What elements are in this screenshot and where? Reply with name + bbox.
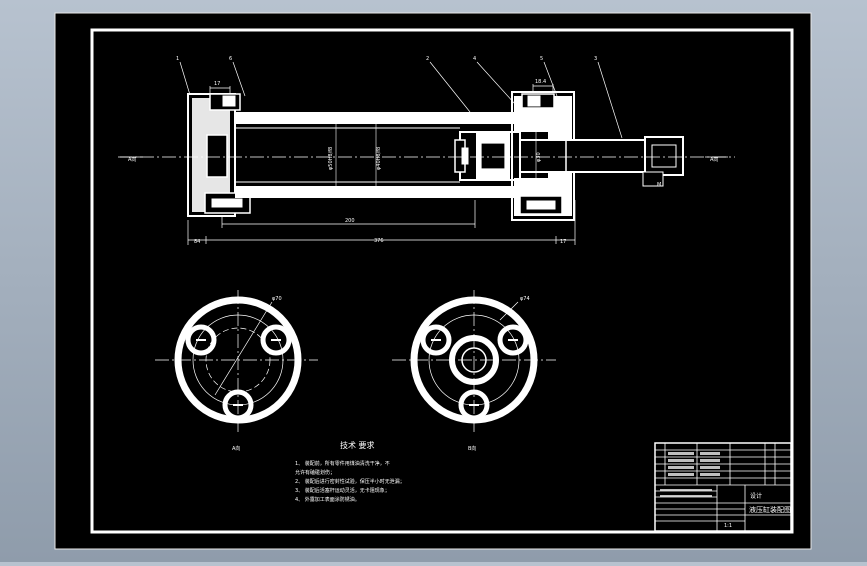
- balloon-4: 4: [473, 56, 476, 62]
- dim-total: 376: [374, 238, 384, 244]
- rod-boss: [449, 335, 499, 385]
- dim-rod: φ40H8/f8: [376, 147, 382, 170]
- barrel-bottom-wall: [235, 186, 522, 198]
- note-line-4: 3、 装配后活塞杆运动灵活，无卡阻现象；: [295, 487, 390, 494]
- part-balloons: [179, 61, 623, 139]
- bolt-hole: [260, 324, 292, 356]
- parts-list-fill: [660, 452, 720, 497]
- drawing-name: 液压缸装配图: [749, 505, 791, 514]
- view-label-left: A向: [128, 156, 136, 163]
- dim-bore: φ50H8/f8: [328, 147, 334, 170]
- note-line-1: 1、 装配前，所有零件用煤油清洗干净，不: [295, 460, 390, 467]
- view-a-label: A向: [232, 445, 240, 452]
- view-b-label: B向: [468, 445, 476, 452]
- rod-end: [644, 136, 684, 176]
- bolt-hole: [185, 324, 217, 356]
- balloon-2: 2: [426, 56, 429, 62]
- dim-pcd-right: φ74: [520, 296, 530, 302]
- dim-rod-dia: φ30: [536, 152, 542, 162]
- note-line-5: 4、 外露加工表面涂防锈油。: [295, 496, 360, 503]
- barrel-top-wall: [235, 112, 522, 124]
- drawing-border: [90, 28, 794, 534]
- note-line-3: 2、 装配后进行密封性试验，保压半小时无泄漏；: [295, 478, 405, 485]
- bolt-hole: [222, 389, 254, 421]
- end-view-b: [392, 290, 556, 432]
- balloon-6: 6: [229, 56, 232, 62]
- balloon-1: 1: [176, 56, 179, 62]
- dim-right-end: 17: [560, 239, 566, 245]
- balloon-labels: 1 6 2 4 5 3: [176, 56, 597, 62]
- end-view-a: [155, 290, 318, 432]
- title-company: 设计: [750, 492, 762, 500]
- bolt-hole: [497, 324, 529, 356]
- bolt-hole: [458, 389, 490, 421]
- title-block: [654, 442, 792, 532]
- dim-thread: M: [657, 182, 661, 188]
- dimension-labels: 17 18.4 200 376 84 17 φ50H8/f8 φ40H8/f8 …: [194, 79, 661, 302]
- tech-notes-title: 技术 要求: [340, 440, 375, 450]
- dim-d1: 17: [214, 81, 220, 87]
- dim-pcd-left: φ70: [272, 296, 282, 302]
- view-label-right: A向: [710, 156, 718, 163]
- bolt-hole: [420, 324, 452, 356]
- note-line-2: 允许有磕碰划伤；: [295, 469, 335, 476]
- dim-d2: 18.4: [535, 79, 546, 85]
- drawing-sheet: [54, 12, 812, 550]
- balloon-5: 5: [540, 56, 543, 62]
- piston-rod: [519, 139, 646, 173]
- balloon-3: 3: [594, 56, 597, 62]
- cylinder-section: [118, 91, 735, 221]
- dim-stroke: 200: [345, 218, 355, 224]
- dimension-lines: [187, 84, 576, 245]
- dim-left-end: 84: [194, 239, 200, 245]
- tech-notes: 1、 装配前，所有零件用煤油清洗干净，不 允许有磕碰划伤； 2、 装配后进行密封…: [295, 460, 405, 503]
- drawing-scale: 1:1: [724, 523, 732, 529]
